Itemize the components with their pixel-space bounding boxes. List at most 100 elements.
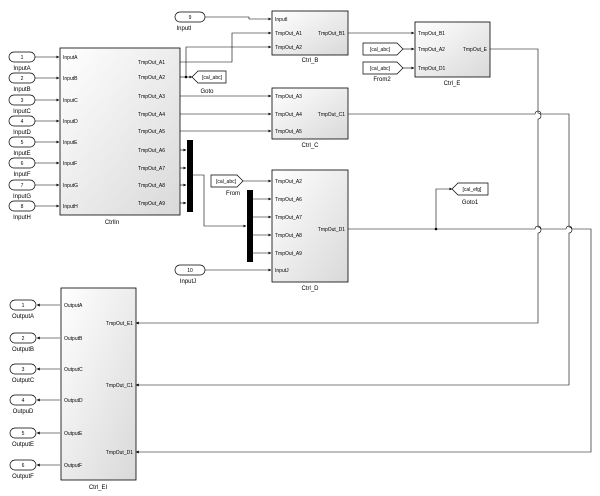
inport-inputJ[interactable]: 10 InputJ: [174, 264, 206, 285]
svg-text:OutputD: OutputD: [64, 398, 83, 404]
signal-lines: [35, 16, 592, 467]
goto1-block[interactable]: [cal_efg] Goto1: [451, 182, 489, 206]
svg-text:5: 5: [21, 140, 24, 146]
svg-text:TmpOut_A2: TmpOut_A2: [275, 45, 302, 51]
svg-text:TmpOut_E: TmpOut_E: [463, 47, 488, 53]
inport-inputH[interactable]: 8 InputH: [8, 200, 36, 221]
svg-text:4: 4: [21, 119, 24, 125]
from2-block[interactable]: [cal_abc] From2: [362, 61, 404, 83]
svg-text:InputC: InputC: [13, 109, 31, 115]
block-ctrl-d[interactable]: TmpOut_A2 TmpOut_A6 TmpOut_A7 TmpOut_A8 …: [271, 169, 349, 292]
inport-inputC[interactable]: 3 InputC: [8, 94, 36, 115]
inport-inputE[interactable]: 5 InputE: [8, 136, 36, 157]
svg-text:OutputA: OutputA: [12, 314, 34, 320]
svg-text:TmpOut_A1: TmpOut_A1: [275, 31, 302, 37]
demux-block[interactable]: [247, 190, 253, 262]
svg-text:Ctrl_B: Ctrl_B: [302, 58, 319, 64]
svg-text:InputJ: InputJ: [180, 279, 196, 285]
svg-text:TmpOut_C1: TmpOut_C1: [318, 112, 345, 118]
svg-text:InputH: InputH: [13, 215, 31, 221]
svg-text:4: 4: [22, 398, 25, 404]
svg-text:TmpOut_A9: TmpOut_A9: [138, 201, 165, 207]
outport-outputF[interactable]: 6 OutputF: [9, 459, 37, 480]
svg-text:OutputA: OutputA: [64, 303, 83, 309]
svg-text:TmpOut_A8: TmpOut_A8: [275, 233, 302, 239]
block-ctrl-b[interactable]: InputI TmpOut_A1 TmpOut_A2 TmpOut_B1 Ctr…: [271, 10, 349, 64]
svg-text:OutputE: OutputE: [64, 431, 83, 437]
outport-outputE[interactable]: 5 OutputE: [9, 427, 37, 448]
from1-block[interactable]: [cal_abc]: [362, 42, 404, 56]
svg-text:1: 1: [21, 55, 24, 61]
svg-text:InputI: InputI: [275, 17, 288, 23]
svg-text:TmpOut_B1: TmpOut_B1: [318, 31, 345, 37]
outport-outputA[interactable]: 1 OutputA: [9, 299, 37, 320]
svg-text:CtrlIn: CtrlIn: [105, 220, 119, 226]
svg-text:InputH: InputH: [63, 204, 78, 210]
svg-text:TmpOut_A3: TmpOut_A3: [275, 94, 302, 100]
svg-text:3: 3: [22, 367, 25, 373]
wire-A1: [180, 31, 272, 63]
svg-text:TmpOut_B1: TmpOut_B1: [418, 31, 445, 37]
svg-text:7: 7: [21, 183, 24, 189]
svg-text:TmpOut_A2: TmpOut_A2: [418, 47, 445, 53]
svg-text:[cal_abc]: [cal_abc]: [216, 179, 237, 185]
svg-text:TmpOut_A4: TmpOut_A4: [138, 112, 165, 118]
wire-D1: [135, 225, 592, 454]
svg-text:OutputC: OutputC: [64, 367, 83, 373]
svg-text:8: 8: [21, 204, 24, 210]
svg-text:TmpOut_C1: TmpOut_C1: [106, 383, 133, 389]
block-ctrl-c[interactable]: TmpOut_A3 TmpOut_A4 TmpOut_A5 TmpOut_C1 …: [271, 87, 349, 149]
svg-text:InputA: InputA: [63, 55, 78, 61]
svg-text:InputA: InputA: [13, 66, 30, 72]
inport-inputD[interactable]: 4 InputD: [8, 115, 36, 136]
block-ctrl-e[interactable]: TmpOut_B1 TmpOut_A2 TmpOut_D1 TmpOut_E C…: [414, 21, 491, 87]
svg-text:InputF: InputF: [13, 172, 30, 178]
svg-text:Ctrl_C: Ctrl_C: [301, 143, 319, 149]
svg-text:TmpOut_D1: TmpOut_D1: [106, 450, 133, 456]
outport-outputC[interactable]: 3 OutputC: [9, 363, 37, 384]
wire-A2-ctrlb: [185, 45, 272, 77]
goto-block[interactable]: [cal_abc] Goto: [191, 70, 227, 95]
svg-text:InputF: InputF: [63, 161, 77, 167]
svg-text:InputD: InputD: [13, 130, 31, 136]
svg-text:InputG: InputG: [13, 194, 31, 200]
svg-text:TmpOut_A8: TmpOut_A8: [138, 183, 165, 189]
svg-text:Ctrl_E: Ctrl_E: [444, 81, 461, 87]
svg-text:OutpuD: OutpuD: [13, 409, 34, 415]
inport-inputA[interactable]: 1 InputA: [8, 51, 36, 72]
inport-inputB[interactable]: 2 InputB: [8, 72, 36, 93]
wire-inputI: [205, 16, 272, 21]
block-ctrlin[interactable]: InputA InputB InputC InputD InputE Input…: [59, 47, 181, 226]
outport-outputB[interactable]: 2 OutputB: [9, 332, 37, 353]
svg-text:TmpOut_D1: TmpOut_D1: [418, 66, 445, 72]
wire-D1-goto1: [435, 187, 453, 229]
svg-text:InputB: InputB: [13, 87, 30, 93]
svg-text:TmpOut_A5: TmpOut_A5: [138, 129, 165, 135]
svg-text:10: 10: [187, 268, 193, 274]
block-ctrl-ei[interactable]: OutputA OutputB OutputC OutputD OutputE …: [60, 287, 137, 491]
svg-text:2: 2: [21, 76, 24, 82]
svg-text:TmpOut_A7: TmpOut_A7: [138, 166, 165, 172]
svg-text:InputD: InputD: [63, 119, 78, 125]
svg-text:2: 2: [22, 336, 25, 342]
inport-inputG[interactable]: 7 InputG: [8, 179, 36, 200]
svg-text:TmpOut_A7: TmpOut_A7: [275, 215, 302, 221]
svg-text:[cal_abc]: [cal_abc]: [202, 75, 223, 81]
svg-text:InputE: InputE: [63, 140, 78, 146]
svg-text:6: 6: [21, 161, 24, 167]
inport-inputF[interactable]: 6 InputF: [8, 157, 36, 178]
inport-inputI[interactable]: 9 InputI: [174, 11, 206, 32]
from-block[interactable]: [cal_abc] From: [210, 174, 244, 197]
mux-block[interactable]: [187, 140, 193, 212]
outport-outputD[interactable]: 4 OutpuD: [9, 394, 37, 415]
svg-text:InputI: InputI: [176, 26, 191, 32]
svg-text:OutputF: OutputF: [64, 463, 82, 469]
svg-text:OutputB: OutputB: [64, 336, 83, 342]
svg-text:InputC: InputC: [63, 98, 78, 104]
svg-text:InputE: InputE: [13, 151, 30, 157]
svg-text:InputJ: InputJ: [275, 268, 289, 274]
svg-text:3: 3: [21, 98, 24, 104]
svg-text:OutputF: OutputF: [12, 474, 34, 480]
svg-text:Ctrl_D: Ctrl_D: [301, 286, 319, 292]
svg-text:Goto1: Goto1: [462, 200, 479, 206]
